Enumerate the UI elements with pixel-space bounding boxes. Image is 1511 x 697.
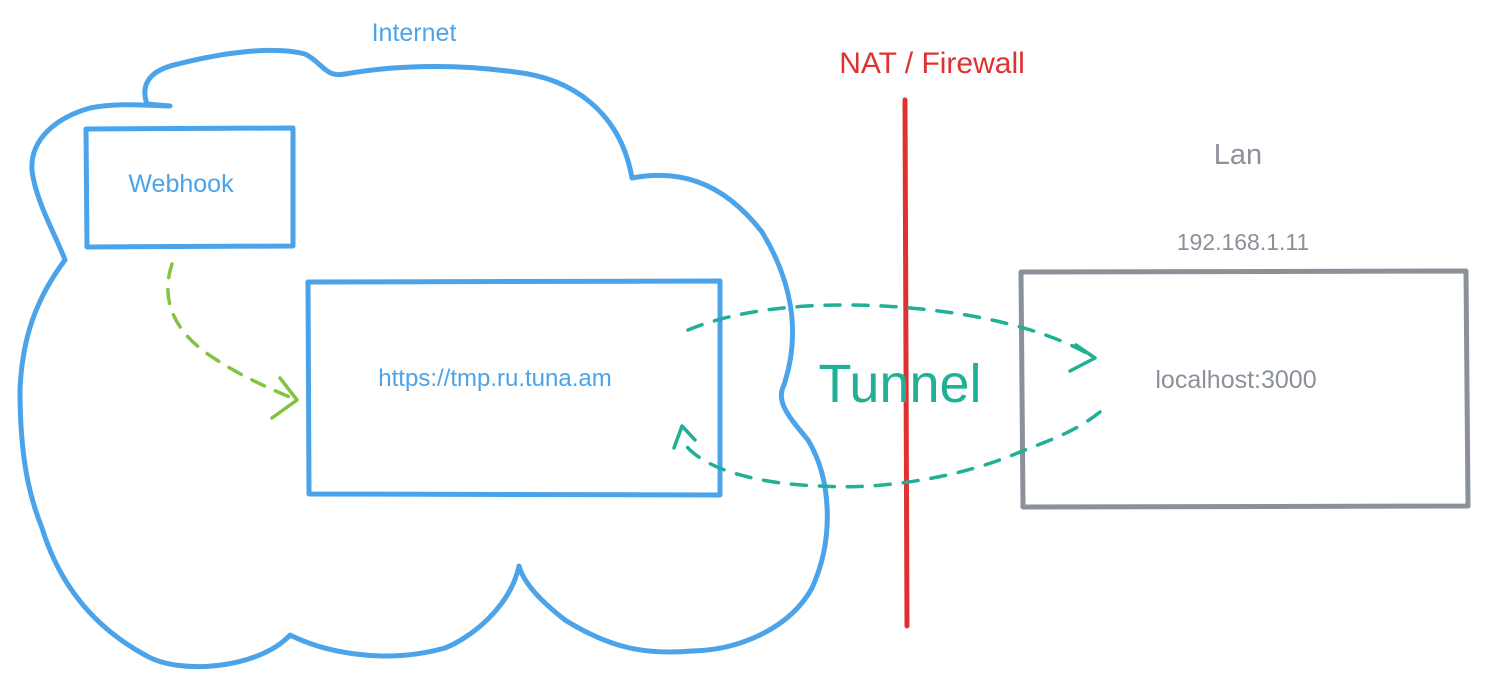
- internet-cloud: [17, 47, 830, 670]
- tunnel-label: Tunnel: [818, 354, 981, 414]
- local-host-label: localhost:3000: [1155, 366, 1316, 394]
- webhook-box: [83, 125, 296, 250]
- tunnel-return-arrowhead: [672, 424, 697, 450]
- public-url-box: [305, 278, 723, 498]
- tunnel-forward-arrowhead: [1068, 343, 1097, 373]
- tunnel-return-arrow: [680, 410, 1102, 489]
- firewall-label: NAT / Firewall: [839, 47, 1025, 80]
- lan-label: Lan: [1214, 139, 1262, 171]
- webhook-label: Webhook: [128, 170, 234, 198]
- webhook-arrowhead: [270, 376, 299, 420]
- firewall-line: [902, 97, 910, 629]
- internet-label: Internet: [372, 19, 457, 47]
- webhook-request-arrow: [166, 262, 299, 402]
- public-url-label: https://tmp.ru.tuna.am: [378, 365, 611, 392]
- tunnel-forward-arrow: [686, 303, 1097, 360]
- local-ip-label: 192.168.1.11: [1177, 229, 1310, 255]
- local-server-box: [1018, 268, 1471, 510]
